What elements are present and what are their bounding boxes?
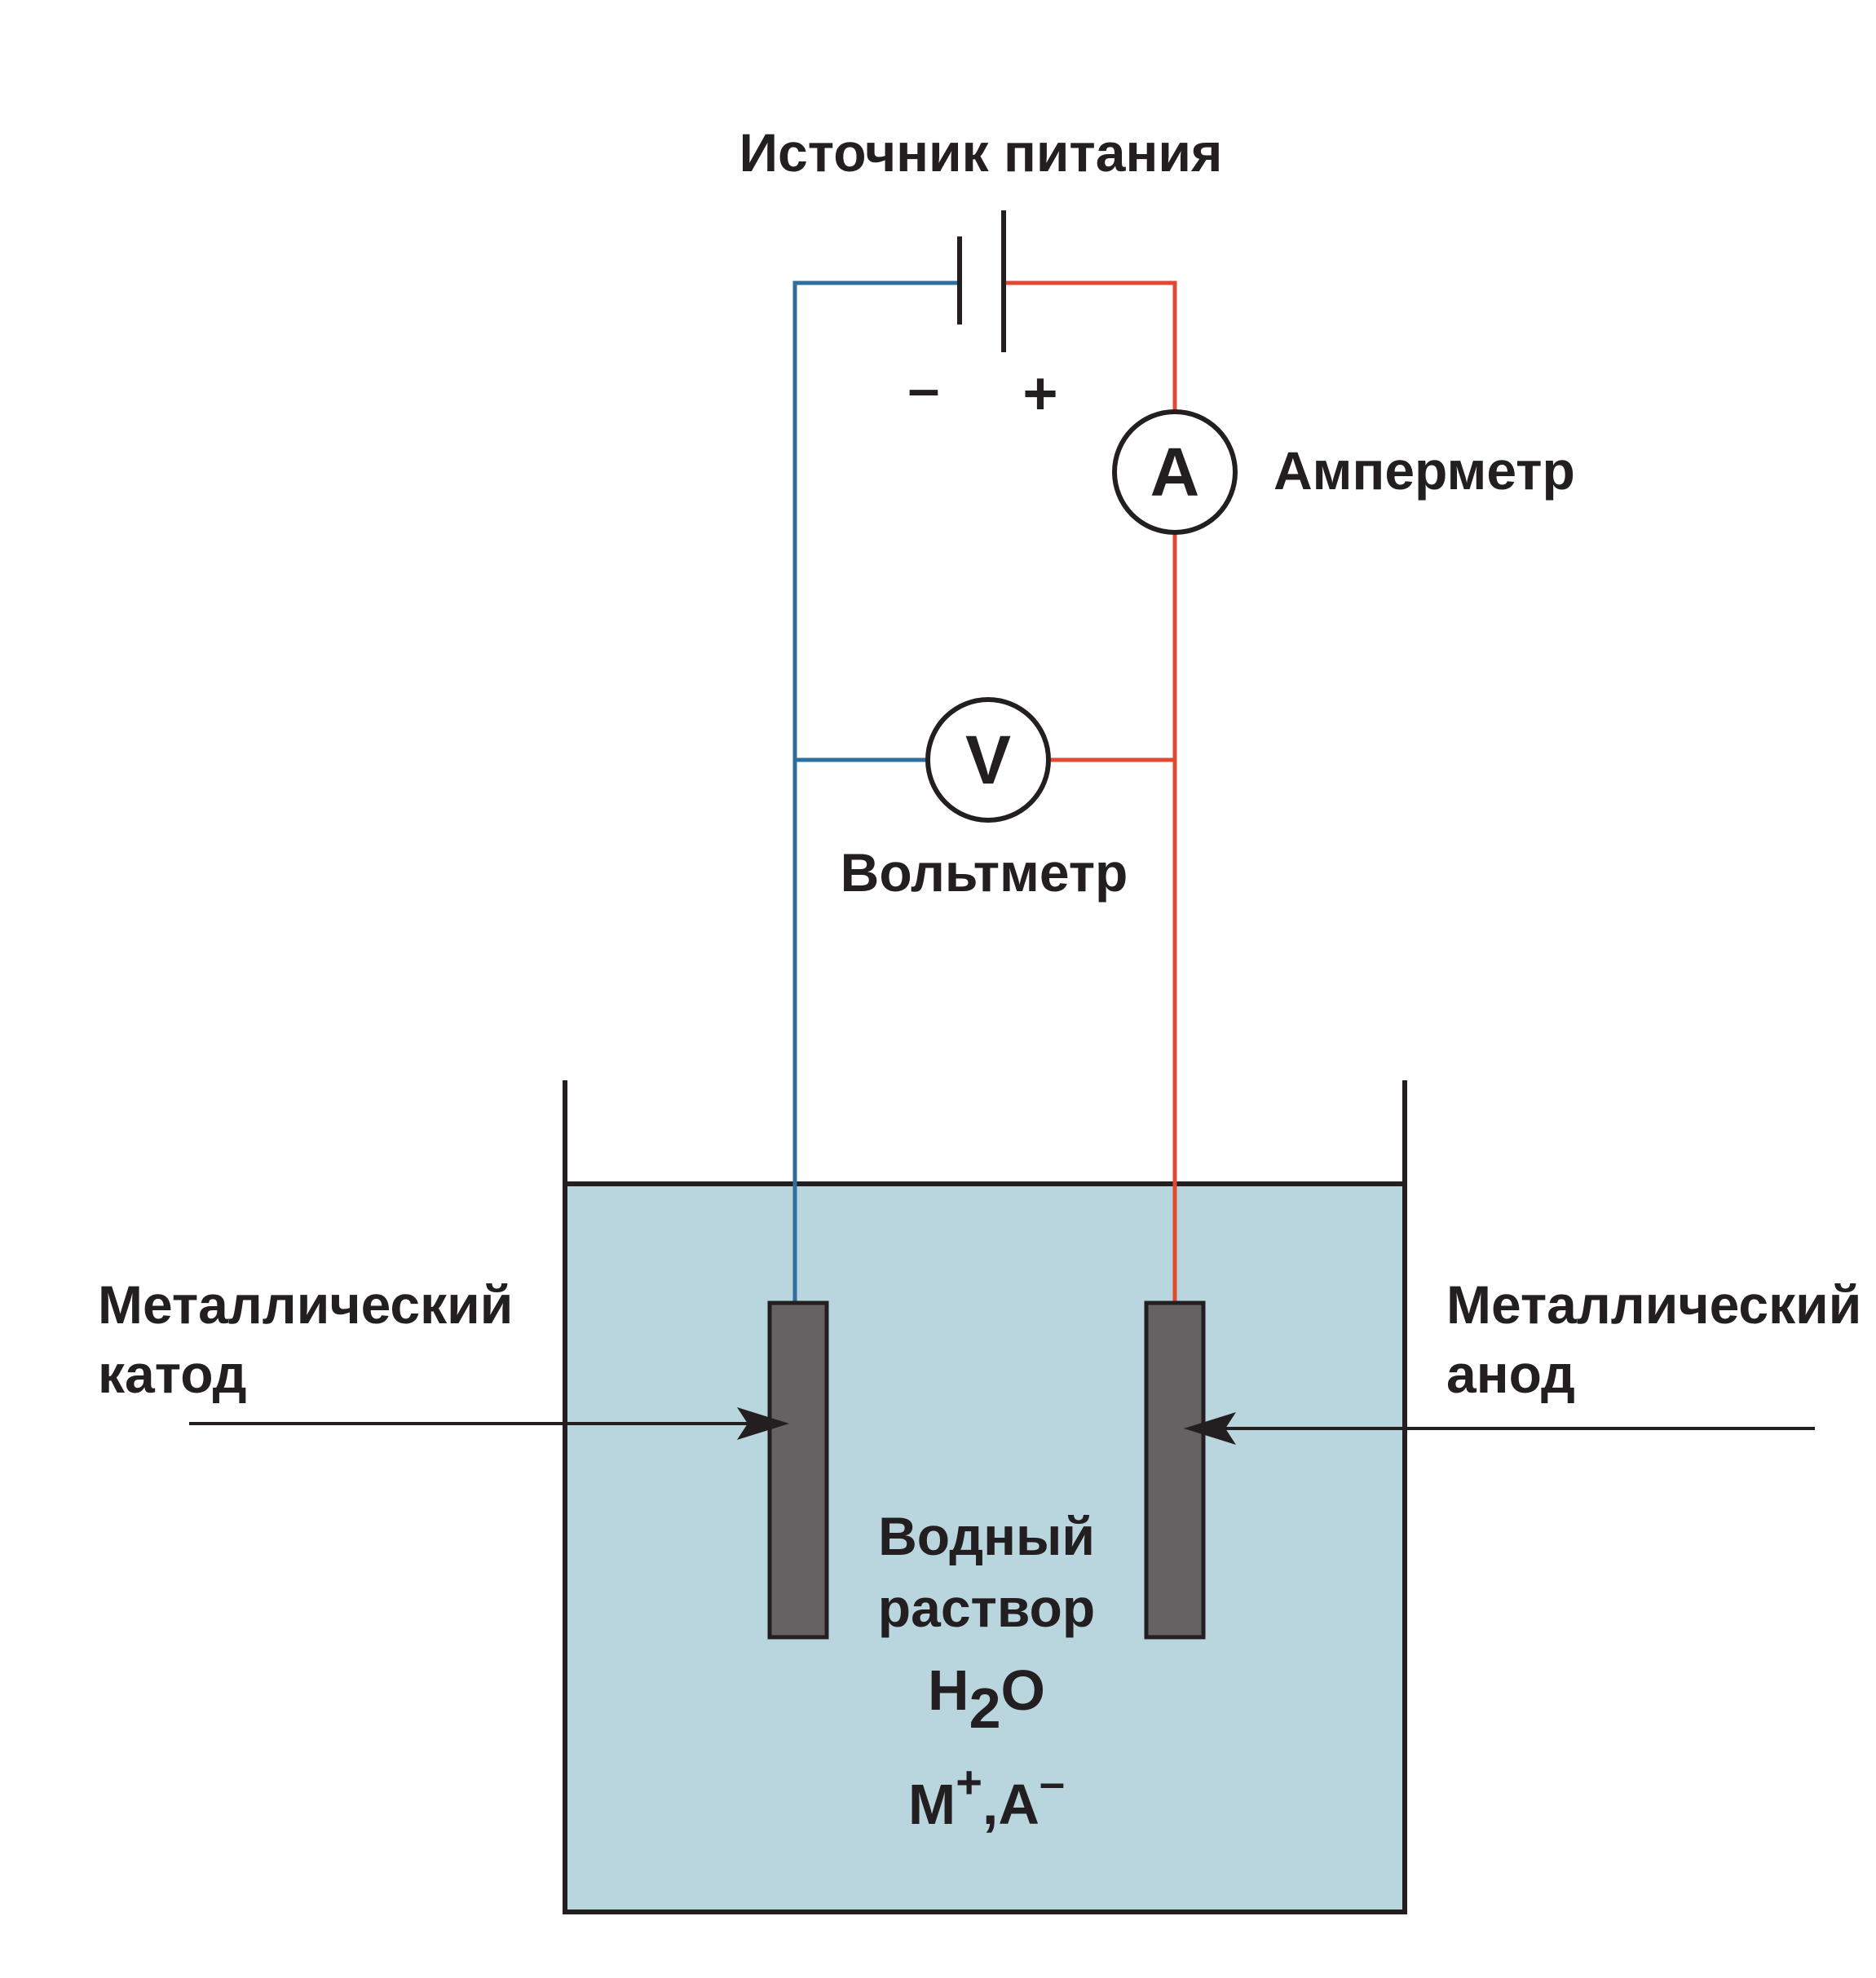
anode-label: Металлический анод — [1446, 1274, 1861, 1404]
aqueous-solution — [563, 1181, 1407, 1914]
solution-label: Водный раствор — [878, 1506, 1095, 1638]
water-formula: H2O — [928, 1658, 1045, 1740]
cathode-wire — [792, 280, 958, 1303]
svg-text:анод: анод — [1446, 1344, 1575, 1404]
svg-text:Металлический: Металлический — [98, 1274, 513, 1335]
anode-wire — [1004, 280, 1177, 1303]
battery-icon — [957, 210, 1006, 352]
svg-text:Металлический: Металлический — [1446, 1274, 1861, 1335]
svg-text:Водный: Водный — [878, 1506, 1095, 1566]
ammeter-icon: A — [1112, 409, 1238, 535]
ammeter-label: Амперметр — [1273, 440, 1575, 501]
voltmeter-icon: V — [925, 697, 1051, 823]
negative-terminal-sign: – — [908, 356, 940, 420]
svg-text:V: V — [965, 722, 1011, 798]
svg-text:раствор: раствор — [878, 1578, 1095, 1638]
anode-electrode — [1144, 1300, 1206, 1640]
cathode-electrode — [767, 1300, 829, 1640]
positive-terminal-sign: + — [1022, 360, 1057, 427]
anode-pointer-arrow — [1184, 1412, 1815, 1445]
ion-formula: M+,A– — [908, 1756, 1065, 1836]
power-source-label: Источник питания — [739, 122, 1223, 183]
electrolysis-tank — [563, 1080, 1407, 1914]
cathode-pointer-arrow — [189, 1407, 789, 1440]
cathode-label: Металлический катод — [98, 1274, 513, 1404]
svg-text:A: A — [1150, 434, 1200, 510]
voltmeter-label: Вольтметр — [841, 842, 1128, 903]
svg-text:катод: катод — [98, 1344, 247, 1404]
